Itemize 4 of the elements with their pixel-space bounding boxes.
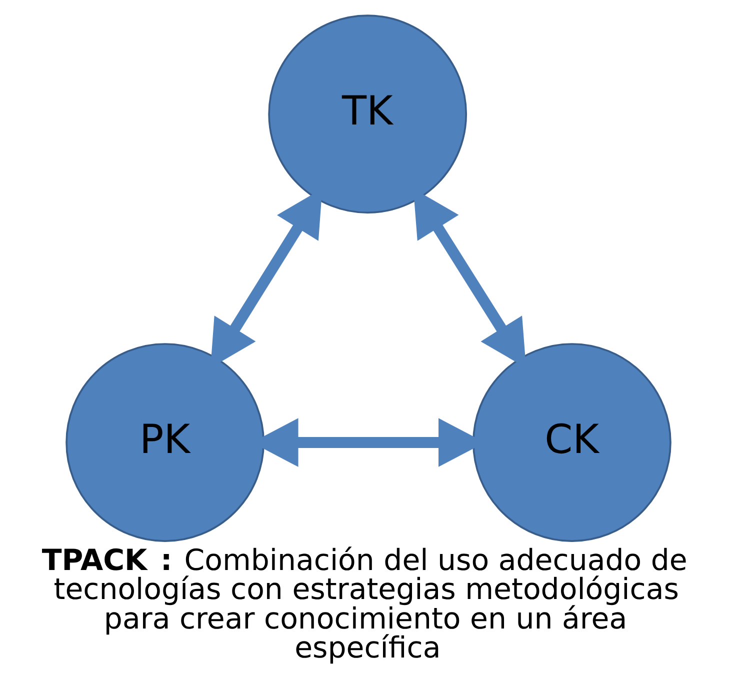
node-circle: TK: [268, 14, 467, 214]
caption: TPACK : Combinación del uso adecuado de tecnologías con estrategias metodológicas para crear conocimiento en un área específica: [41, 542, 687, 664]
node-circle: PK: [65, 343, 264, 542]
node-circle: CK: [472, 343, 671, 542]
